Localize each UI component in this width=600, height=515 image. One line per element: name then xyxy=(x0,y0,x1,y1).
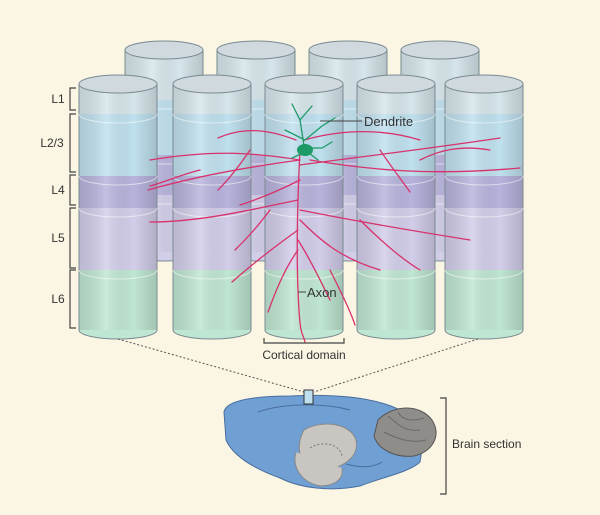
axon-arbor xyxy=(147,129,521,343)
brain-section-bracket xyxy=(440,397,447,495)
dendrite-label: Dendrite xyxy=(364,114,413,129)
layer-label-l5: L5 xyxy=(51,231,65,245)
cortical-column xyxy=(78,74,158,340)
cortical-column xyxy=(444,74,524,340)
brain-section-label: Brain section xyxy=(452,437,521,451)
layer-label-l6: L6 xyxy=(51,292,65,306)
zoom-lines xyxy=(117,338,479,393)
cortical-column xyxy=(356,74,436,340)
cell-body xyxy=(297,144,313,156)
layer-label-l1: L1 xyxy=(51,92,65,106)
layer-label-l2-3: L2/3 xyxy=(40,136,64,150)
cortical-column xyxy=(172,74,252,340)
axon-label: Axon xyxy=(307,285,337,300)
cortical-column xyxy=(264,74,344,340)
layer-labels xyxy=(69,87,76,329)
cortical-domain-bracket xyxy=(263,338,345,344)
layer-label-l4: L4 xyxy=(51,183,65,197)
brain-section-illustration xyxy=(223,389,437,490)
sample-region-marker xyxy=(303,389,314,405)
front-row-columns xyxy=(78,74,524,340)
cortical-domain-label: Cortical domain xyxy=(262,348,345,362)
